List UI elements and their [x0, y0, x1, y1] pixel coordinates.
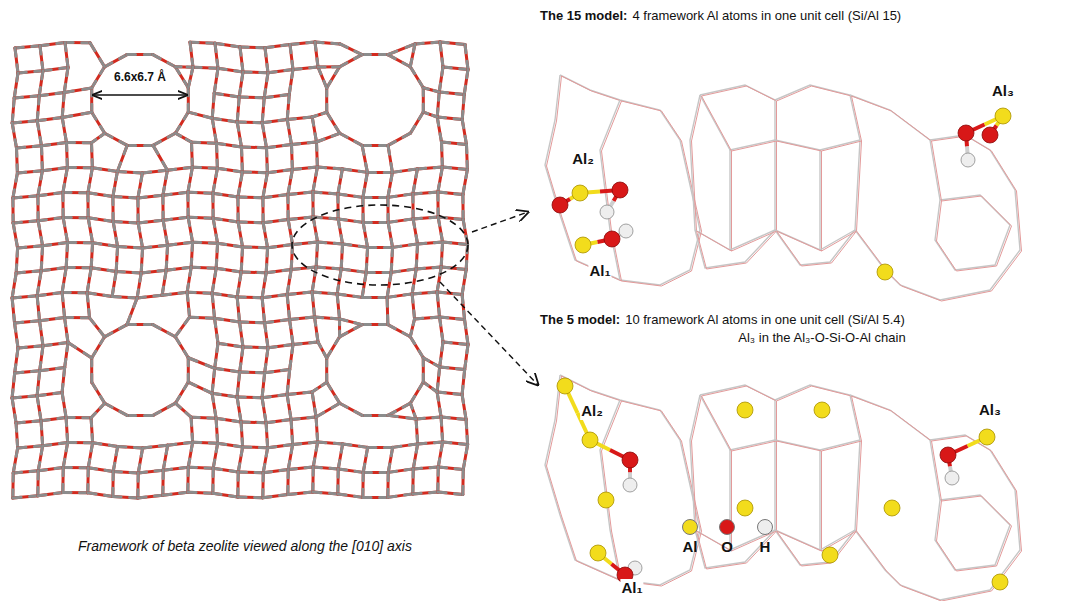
atom-label: Al₁	[588, 262, 611, 280]
atom-label: Al₂	[571, 150, 595, 168]
legend-label: H	[760, 538, 771, 555]
legend-swatch	[757, 519, 773, 535]
legend-label: Al	[683, 538, 698, 555]
panel-description: Al₃ in the Al₃-O-Si-O-Al chain	[738, 330, 905, 346]
zoom-arrow	[472, 212, 528, 232]
dimension-arrow	[93, 94, 187, 96]
panel-description: 10 framework Al atoms in one unit cell (…	[625, 312, 905, 328]
atom-label: Al₃	[978, 401, 1002, 419]
panel-heading: The 15 model:	[540, 8, 627, 24]
selection-ellipse	[292, 205, 468, 285]
atom-label: Al₂	[580, 402, 604, 420]
legend-swatch	[682, 519, 698, 535]
atom-label: Al₁	[620, 579, 643, 597]
legend-label: O	[721, 538, 733, 555]
framework-lattice	[12, 42, 468, 498]
panel-heading: The 5 model:	[540, 312, 620, 328]
zoom-arrow	[440, 282, 538, 385]
model-15-wireframe	[545, 75, 1022, 301]
legend-swatch	[719, 519, 735, 535]
figure-caption: Framework of beta zeolite viewed along t…	[78, 538, 412, 555]
dimension-label: 6.6x6.7 Å	[114, 70, 166, 84]
panel-description: 4 framework Al atoms in one unit cell (S…	[632, 8, 901, 24]
atom-label: Al₃	[991, 82, 1015, 100]
model-5-wireframe	[545, 375, 1022, 601]
